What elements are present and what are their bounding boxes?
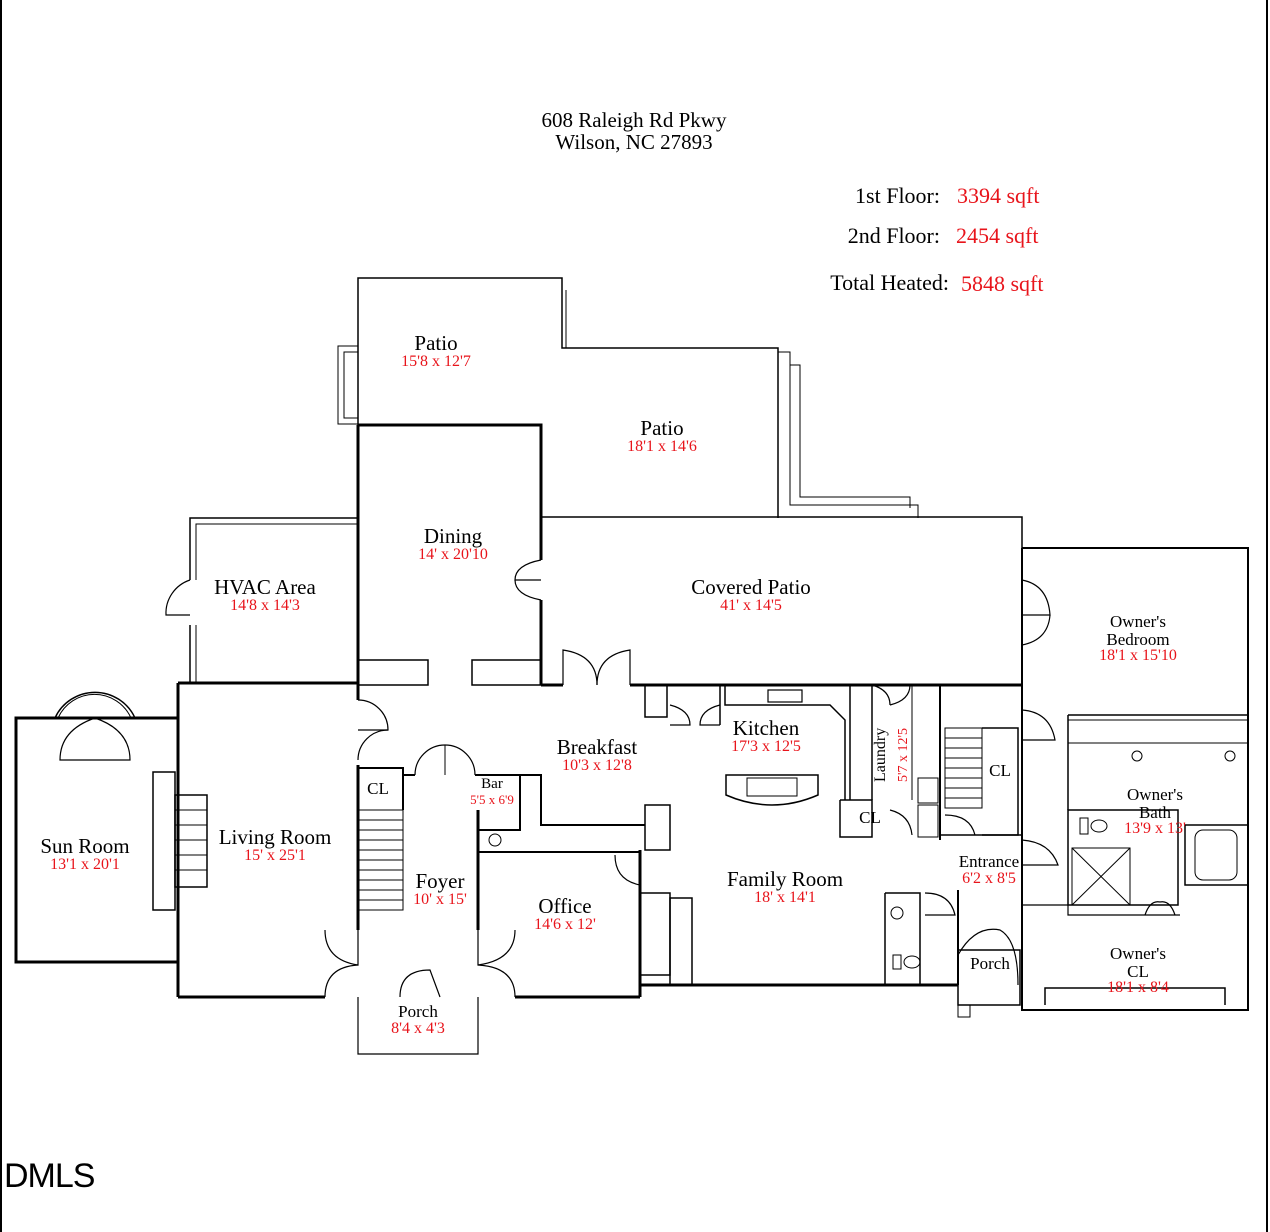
second-floor-label: 2nd Floor: [847, 223, 940, 248]
address-line-2: Wilson, NC 27893 [555, 130, 713, 154]
dining-walls [358, 423, 543, 560]
closet-living-label: CL [367, 779, 389, 798]
patio-left-walls [357, 277, 779, 518]
porch-side-label: Porch [970, 954, 1010, 973]
closet-laundry-label: CL [859, 808, 881, 827]
first-floor-label: 1st Floor: [855, 183, 940, 208]
stairs-entrance [944, 727, 983, 809]
total-heated-label: Total Heated: [830, 270, 949, 295]
closet-stair-label: CL [989, 761, 1011, 780]
stairs-foyer [357, 809, 404, 911]
covered-patio-walls [541, 516, 1023, 580]
owners-wing-walls [1021, 547, 1249, 1011]
address-line-1: 608 Raleigh Rd Pkwy [541, 108, 727, 132]
second-floor-value: 2454 sqft [956, 223, 1039, 248]
porch-front-walls [357, 997, 479, 1055]
room-laundry-dim: 5'7 x 12'5 [896, 727, 911, 782]
first-floor-value: 3394 sqft [957, 183, 1040, 208]
room-laundry: Laundry [872, 727, 889, 782]
dmls-watermark: DMLS [4, 1157, 95, 1195]
kitchen-island [725, 774, 819, 806]
hvac-walls [189, 517, 358, 580]
total-heated-value: 5848 sqft [961, 271, 1044, 296]
